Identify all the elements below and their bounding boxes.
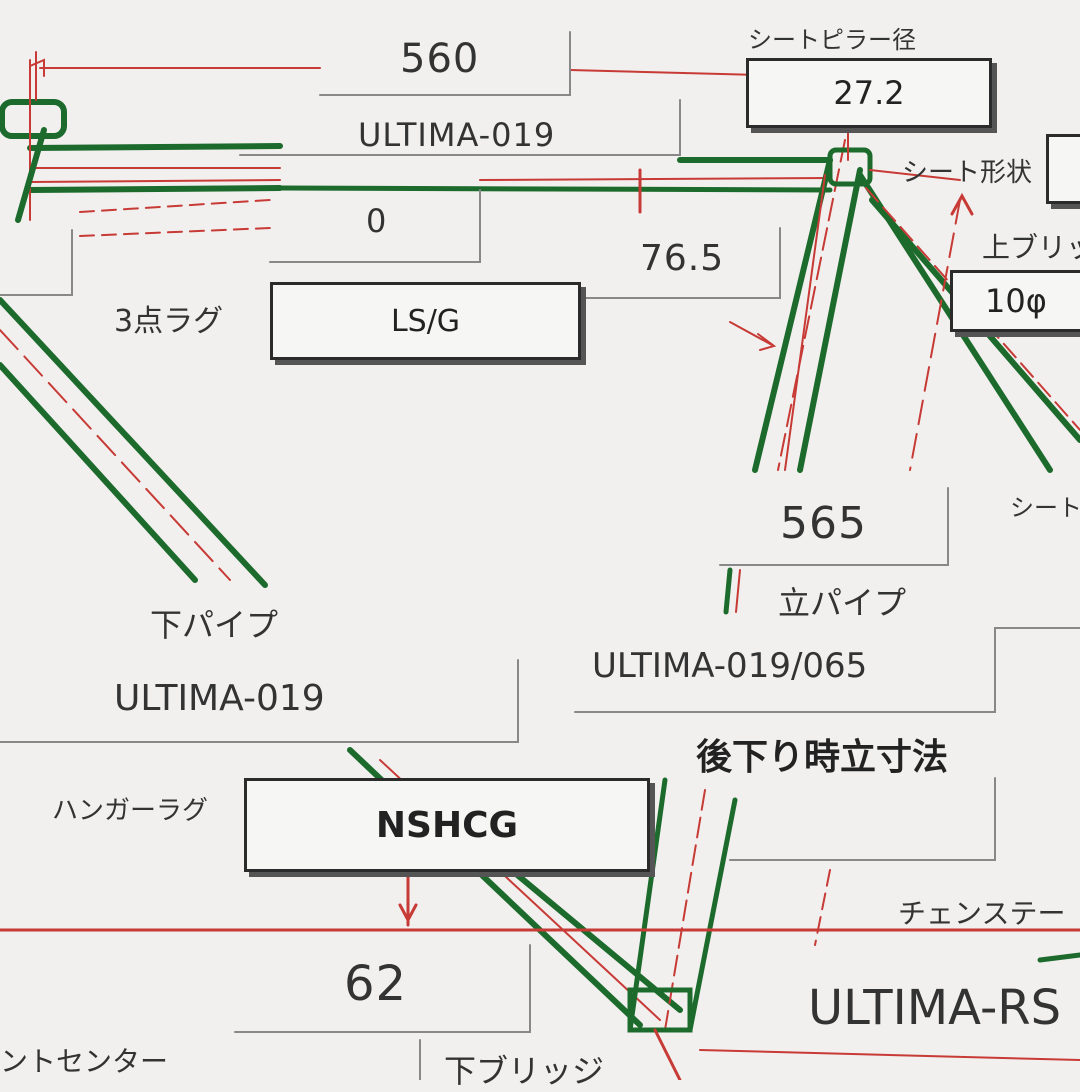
bb-drop-value: 62 — [344, 956, 408, 1012]
offset-value: 0 — [366, 202, 388, 240]
bb-drop-label: ントセンター — [0, 1045, 169, 1078]
hanger-lug-value: NSHCG — [375, 804, 519, 846]
seat-pillar-value: 27.2 — [833, 74, 905, 112]
upper-bridge-label: 上ブリッ — [982, 231, 1080, 264]
top-tube-pipe: ULTIMA-019 — [358, 116, 556, 154]
rear-height-label: 後下り時立寸法 — [696, 737, 949, 778]
seat-tube-pipe: ULTIMA-019/065 — [592, 646, 868, 686]
chain-stay-pipe: ULTIMA-RS — [808, 980, 1062, 1036]
lug-3pt-box: LS/G — [270, 282, 581, 360]
seat-stay-label: シートス — [1010, 494, 1080, 522]
chain-stay-label: チェンステー — [898, 897, 1066, 930]
hanger-lug-box: NSHCG — [244, 778, 650, 872]
seat-pillar-box: 27.2 — [746, 58, 992, 128]
hanger-lug-label: ハンガーラグ — [52, 796, 209, 826]
down-tube-pipe: ULTIMA-019 — [114, 678, 325, 719]
seat-shape-box — [1046, 134, 1080, 204]
seat-angle-value: 76.5 — [640, 238, 725, 279]
seat-shape-label: シート形状 — [902, 158, 1033, 188]
seat-tube-label: 立パイプ — [778, 584, 907, 622]
lower-bridge-label: 下ブリッジ — [444, 1052, 605, 1090]
seat-pillar-label: シートピラー径 — [748, 26, 916, 54]
seat-tube-length: 565 — [780, 498, 867, 549]
top-tube-length: 560 — [400, 36, 480, 82]
down-tube-label: 下パイプ — [150, 606, 279, 644]
upper-bridge-box: 10φ — [950, 270, 1080, 332]
lug-3pt-value: LS/G — [390, 303, 461, 339]
upper-bridge-value: 10φ — [985, 282, 1047, 320]
lug-3pt-label: 3点ラグ — [114, 304, 224, 339]
